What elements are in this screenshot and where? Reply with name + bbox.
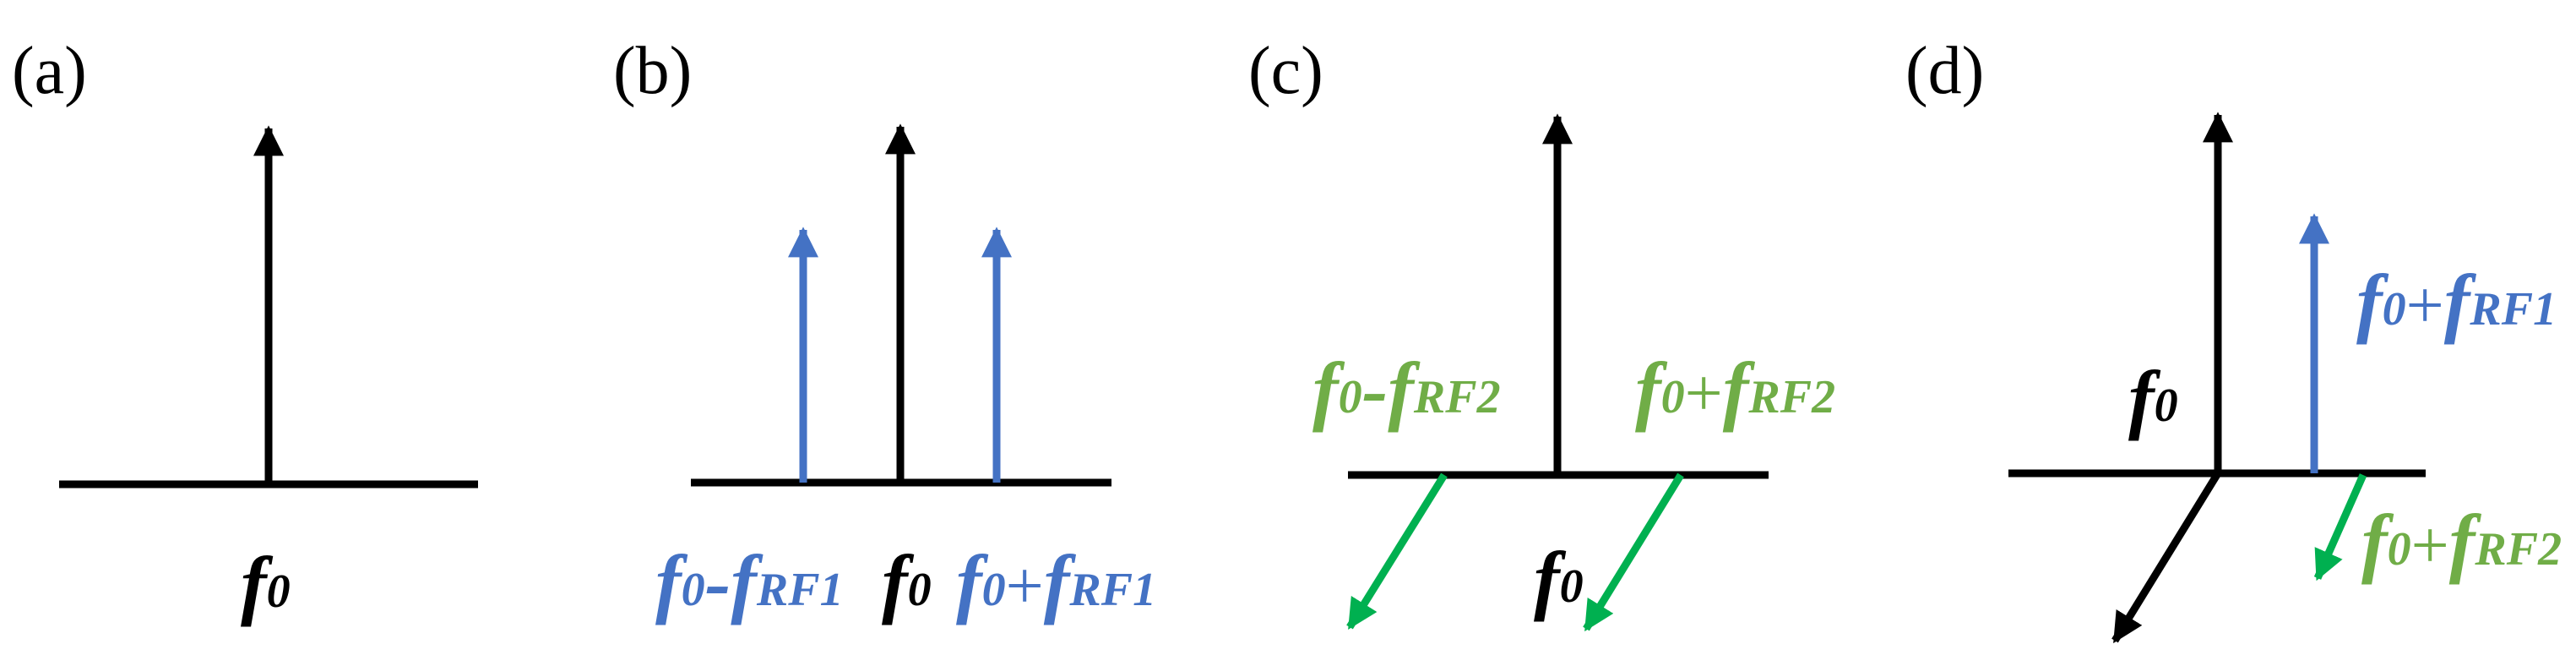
label-lower-sideband-b: f0-fRF1	[655, 539, 844, 625]
panel-label-d: (d)	[1905, 34, 1984, 108]
panel-d: (d) f0 f0+fRF1 f0+fRF2	[1905, 34, 2562, 644]
label-f0-d: f0	[2128, 355, 2178, 441]
panel-a: (a) f0	[12, 34, 478, 627]
sideband-upper-arrow-c	[1583, 472, 1684, 632]
panel-b: (b) f0-fRF1 f0 f0+fRF1	[613, 34, 1156, 625]
panel-label-c: (c)	[1248, 34, 1323, 108]
label-upper-sideband-b: f0+fRF1	[956, 539, 1156, 625]
label-rf2-sideband-d: f0+fRF2	[2361, 499, 2562, 585]
label-f0-c: f0	[1534, 536, 1584, 622]
sideband-lower-arrow-c	[1346, 472, 1448, 631]
rf2-sideband-arrow-d	[2313, 473, 2367, 581]
panel-label-b: (b)	[613, 34, 692, 108]
label-f0-a: f0	[241, 541, 291, 627]
panel-label-a: (a)	[12, 34, 87, 108]
label-f0-b: f0	[882, 539, 932, 625]
label-rf1-sideband-d: f0+fRF1	[2356, 259, 2557, 345]
label-upper-sideband-c: f0+fRF2	[1635, 347, 1835, 433]
panel-c: (c) f0-fRF2 f0+fRF2 f0	[1248, 34, 1835, 632]
carrier-diagonal-arrow-d	[2111, 471, 2221, 644]
label-lower-sideband-c: f0-fRF2	[1312, 347, 1501, 433]
